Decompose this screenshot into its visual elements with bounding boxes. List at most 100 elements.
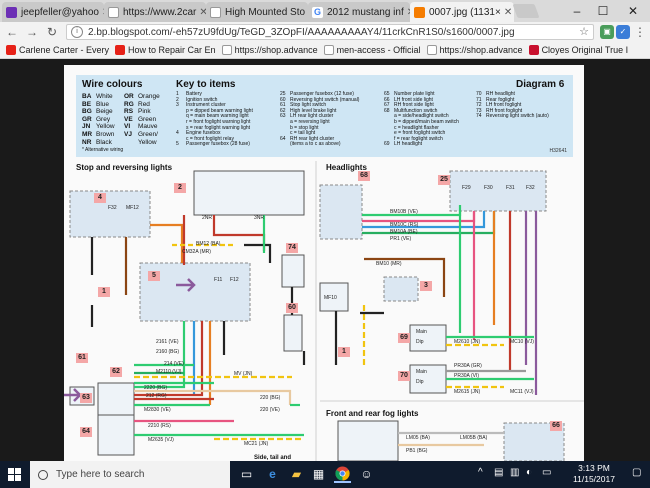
wire-colour-name: Yellow <box>138 138 157 146</box>
key-item: (items a to c as above) <box>280 141 341 147</box>
google-icon: G <box>312 6 323 18</box>
taskbar-clock[interactable]: 3:13 PM 11/15/2017 <box>563 463 625 485</box>
new-tab-button[interactable] <box>512 4 540 18</box>
close-window-button[interactable]: ✕ <box>627 4 639 18</box>
key-number: 66 <box>384 96 390 103</box>
key-number: 3 <box>176 102 179 109</box>
extension-icon[interactable]: ▣ <box>600 25 614 39</box>
wire-label: 2160 (BG) <box>156 349 180 355</box>
battery-icon[interactable]: ▭ <box>542 467 552 478</box>
wire-label: 2220 (BG) <box>144 385 168 391</box>
tab-2carpros[interactable]: https://www.2car✕ <box>104 2 208 22</box>
wire-label: 220 (VE) <box>260 407 280 413</box>
bookmark-star-icon[interactable]: ☆ <box>579 26 589 38</box>
search-icon <box>38 469 48 480</box>
tab-mustang[interactable]: G 2012 mustang inf✕ <box>308 2 415 22</box>
key-item: s = rear foglight warning light <box>176 125 250 131</box>
maximize-button[interactable]: ☐ <box>597 4 609 18</box>
key-description: Instrument cluster <box>186 102 226 109</box>
bookmark-item[interactable]: How to Repair Car En <box>115 45 216 55</box>
item-label: 5 <box>148 271 160 281</box>
info-icon[interactable]: i <box>71 26 83 38</box>
store-icon[interactable]: ▦ <box>312 467 325 481</box>
item-label: 66 <box>550 421 562 431</box>
item-label: 1 <box>338 347 350 357</box>
key-description: p = dipped beam warning light <box>186 107 253 114</box>
tab-high-mounted[interactable]: High Mounted Sto✕ <box>206 2 316 22</box>
menu-icon[interactable]: ⋮ <box>634 25 646 39</box>
key-description: a = side/headlight switch <box>394 113 449 120</box>
tray-chevron-icon[interactable]: ^ <box>478 467 483 478</box>
minimize-button[interactable]: – <box>573 4 581 18</box>
item-label: 61 <box>76 353 88 363</box>
back-button[interactable]: ← <box>6 25 18 39</box>
fuse-label: F11 <box>214 277 223 283</box>
key-item: c = tail light <box>280 130 315 136</box>
wire-label: 212 (RG) <box>146 393 167 399</box>
bookmark-item[interactable]: Cloyes Original True I <box>528 45 628 55</box>
section-headlights: Headlights <box>326 163 367 172</box>
fuse-label: F32 <box>526 185 535 191</box>
key-description: RH rear light cluster <box>290 135 335 142</box>
key-item: 3 Instrument cluster <box>176 102 226 108</box>
people-icon[interactable]: ☺ <box>360 467 373 481</box>
wire-label: LM05 (BA) <box>406 435 430 441</box>
forward-button[interactable]: → <box>26 25 38 39</box>
windows-start-icon[interactable] <box>8 468 21 481</box>
key-description: LH headlight <box>394 141 423 148</box>
taskbar-search[interactable]: Type here to search <box>30 461 230 488</box>
key-description: (items a to c as above) <box>290 141 341 148</box>
network-icon[interactable]: ▤ <box>494 467 504 478</box>
wire-colour-name: Green <box>138 115 157 123</box>
key-item: c = front foglight relay <box>176 136 234 142</box>
wire-colour-name: Pink <box>138 108 151 116</box>
fuse-label: MF12 <box>126 205 139 211</box>
address-bar[interactable]: i 2.bp.blogspot.com/-eh57zU9fdUg/TeGD_3Z… <box>66 24 594 40</box>
document-icon <box>108 6 119 18</box>
key-item: b = stop light <box>280 125 319 131</box>
wire-label: BM12 (BA) <box>196 241 221 247</box>
network-icon[interactable]: ▥ <box>510 467 520 478</box>
key-number: 70 <box>476 91 482 97</box>
key-description: High level brake light <box>290 107 337 114</box>
file-explorer-icon[interactable]: ▰ <box>291 467 302 481</box>
extension-icon[interactable]: ✓ <box>616 25 630 39</box>
bookmark-item[interactable]: https://shop.advance <box>221 45 318 55</box>
chrome-icon[interactable] <box>334 466 351 483</box>
reload-button[interactable]: ↻ <box>46 25 58 39</box>
tab-jeepfeller[interactable]: jeepfeller@yahoo✕ <box>2 2 110 22</box>
edge-icon[interactable]: e <box>269 467 276 481</box>
close-tab-icon[interactable]: ✕ <box>199 6 208 18</box>
item-label: 64 <box>80 427 92 437</box>
key-number: 5 <box>176 141 179 148</box>
search-placeholder: Type here to search <box>56 469 145 480</box>
key-number: 69 <box>384 141 390 148</box>
item-label: 68 <box>358 171 370 181</box>
bookmark-item[interactable]: men-access - Official <box>323 45 421 55</box>
key-number: 71 <box>476 96 482 103</box>
wire-colour-name: Brown <box>96 131 115 138</box>
key-description: q = main beam warning light <box>186 113 249 120</box>
wire-label: BM10A (BE) <box>390 229 418 235</box>
tab-0007-jpg[interactable]: 0007.jpg (1131×✕ <box>410 2 514 22</box>
close-tab-icon[interactable]: ✕ <box>503 6 513 18</box>
key-item: p = dipped beam warning light <box>176 108 253 114</box>
notifications-icon[interactable]: ▢ <box>632 467 642 478</box>
key-item: e = front foglight switch <box>384 130 445 136</box>
key-number: 73 <box>476 107 482 114</box>
bookmark-item[interactable]: https://shop.advance <box>426 45 523 55</box>
volume-icon[interactable]: ◐ <box>526 467 533 478</box>
wire-code: BA <box>82 93 92 100</box>
alt-wiring-note: * Alternative wiring <box>82 147 124 153</box>
task-view-icon[interactable]: ▭ <box>240 467 253 481</box>
item-label: 2 <box>174 183 186 193</box>
wire-label: PR30A (VI) <box>454 373 480 379</box>
bookmark-item[interactable]: Carlene Carter - Every <box>6 45 109 55</box>
